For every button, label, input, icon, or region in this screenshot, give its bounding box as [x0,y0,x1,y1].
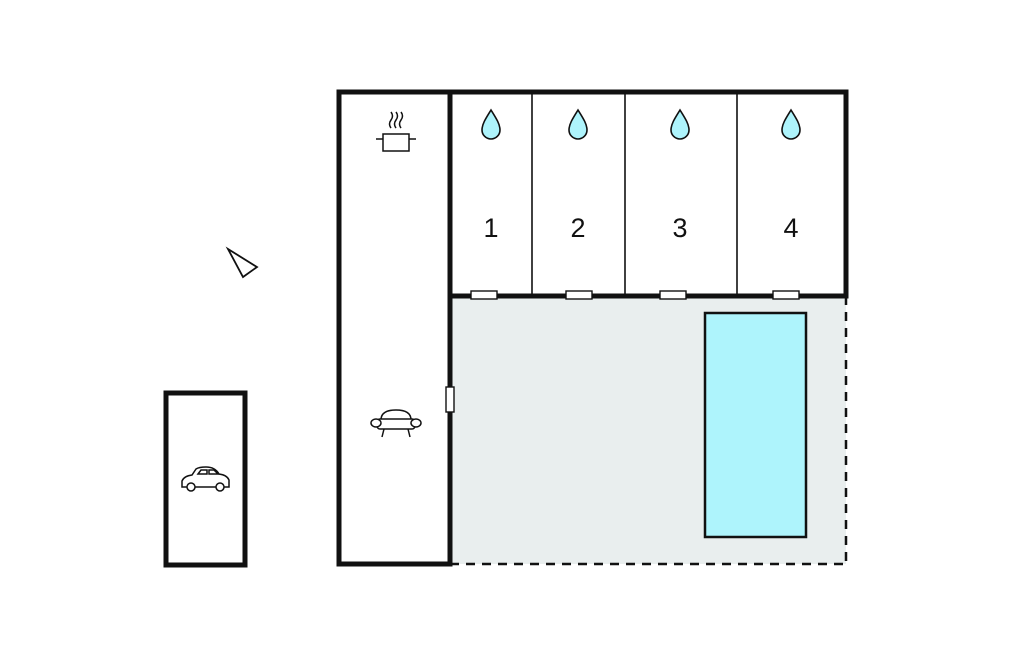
water-drop-icon [781,108,801,140]
water-drop-icon [568,108,588,140]
water-drop-icon [670,108,690,140]
water-drop-icon [481,108,501,140]
window-bedroom-4 [772,290,800,300]
bedroom-number: 3 [672,213,687,243]
parking-space [163,390,248,568]
car-icon [181,466,230,492]
bedroom-number: 2 [570,213,585,243]
bedroom-wing [447,89,849,299]
cooking-pot-icon [376,111,416,152]
window-bedroom-3 [659,290,687,300]
door-living-terrace [445,386,455,413]
north-arrow-icon [225,246,259,279]
window-bedroom-1 [470,290,498,300]
living-kitchen-room [336,89,453,567]
bedroom-number: 4 [783,213,798,243]
bedroom-number: 1 [483,213,498,243]
window-bedroom-2 [565,290,593,300]
sofa-icon [370,409,422,438]
pool [703,311,808,539]
